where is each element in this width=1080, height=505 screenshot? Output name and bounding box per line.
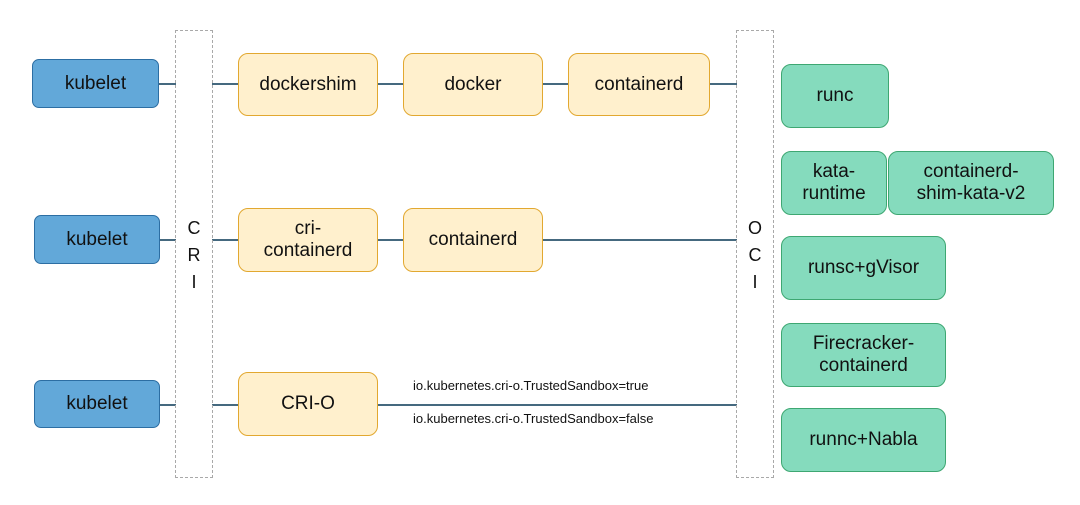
dockershim-box: dockershim <box>238 53 378 116</box>
connector-row3-crio-oci <box>377 404 737 406</box>
kubelet-box-row3: kubelet <box>34 380 160 428</box>
cri-letter-c: C <box>187 218 201 238</box>
connector-row1-docker-containerd <box>542 83 569 85</box>
cri-o-box: CRI-O <box>238 372 378 436</box>
oci-interface-column <box>736 30 774 478</box>
runc-box: runc <box>781 64 889 128</box>
docker-box: docker <box>403 53 543 116</box>
connector-row3-cri-crio <box>212 404 239 406</box>
connector-row1-dockershim-docker <box>377 83 404 85</box>
connector-row3-kubelet-cri <box>160 404 176 406</box>
kubelet-box-row2: kubelet <box>34 215 160 264</box>
kubelet-box-row1: kubelet <box>32 59 159 108</box>
firecracker-containerd-box: Firecracker- containerd <box>781 323 946 387</box>
oci-letter-o: O <box>747 218 762 238</box>
oci-letter-i: I <box>752 272 758 292</box>
kata-runtime-box: kata- runtime <box>781 151 887 215</box>
cri-interface-column <box>175 30 213 478</box>
connector-row1-kubelet-cri <box>158 83 176 85</box>
trusted-sandbox-false-label: io.kubernetes.cri-o.TrustedSandbox=false <box>413 411 654 426</box>
connector-row1-containerd-oci <box>709 83 737 85</box>
connector-row2-containerd-oci <box>542 239 737 241</box>
cri-containerd-box: cri- containerd <box>238 208 378 272</box>
containerd-box-row1: containerd <box>568 53 710 116</box>
runnc-nabla-box: runnc+Nabla <box>781 408 946 472</box>
containerd-box-row2: containerd <box>403 208 543 272</box>
connector-row2-cri-cricontainerd <box>212 239 239 241</box>
trusted-sandbox-true-label: io.kubernetes.cri-o.TrustedSandbox=true <box>413 378 649 393</box>
connector-row2-cricontainerd-containerd <box>377 239 404 241</box>
cri-letter-i: I <box>191 272 197 292</box>
runsc-gvisor-box: runsc+gVisor <box>781 236 946 300</box>
connector-row1-cri-dockershim <box>212 83 239 85</box>
oci-letter-c: C <box>748 245 762 265</box>
containerd-shim-kata-v2-box: containerd- shim-kata-v2 <box>888 151 1054 215</box>
connector-row2-kubelet-cri <box>160 239 176 241</box>
cri-letter-r: R <box>187 245 201 265</box>
